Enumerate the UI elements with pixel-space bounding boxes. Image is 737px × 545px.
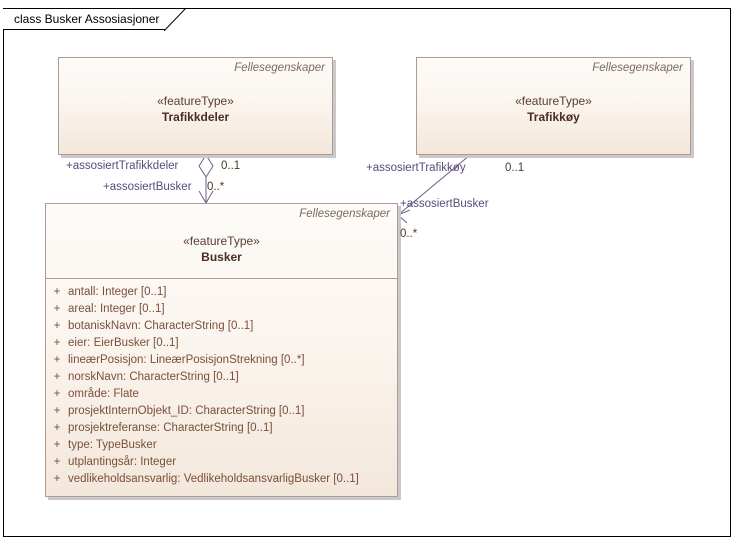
attribute-visibility: + [53, 286, 61, 298]
class-box-trafikkoy[interactable]: Fellesegenskaper «featureType» Trafikkøy [416, 57, 691, 155]
attribute-signature: norskNavn: CharacterString [0..1] [68, 371, 239, 383]
attribute-signature: område: Flate [68, 388, 139, 400]
attribute-row: + antall: Integer [0..1] [46, 284, 397, 301]
attribute-row: + norskNavn: CharacterString [0..1] [46, 369, 397, 386]
role-label-source-trafikkdeler: +assosiertTrafikkdeler [66, 160, 179, 172]
diagram-title: class Busker Assosiasjoner [14, 12, 160, 26]
role-label-target-busker-right: +assosiertBusker [400, 198, 489, 210]
attribute-visibility: + [53, 439, 61, 451]
attribute-visibility: + [53, 354, 61, 366]
attribute-signature: lineærPosisjon: LineærPosisjonStrekning … [68, 354, 305, 366]
attribute-visibility: + [53, 303, 61, 315]
attribute-row: + botaniskNavn: CharacterString [0..1] [46, 318, 397, 335]
class-name: Trafikkøy [527, 110, 580, 124]
class-box-trafikkdeler[interactable]: Fellesegenskaper «featureType» Trafikkde… [58, 57, 333, 155]
attribute-signature: prosjektreferanse: CharacterString [0..1… [68, 422, 273, 434]
attribute-row: + område: Flate [46, 386, 397, 403]
attribute-visibility: + [53, 473, 61, 485]
compartment-separator [46, 278, 397, 279]
attribute-list: + antall: Integer [0..1] + areal: Integer [… [46, 279, 397, 492]
class-box-busker[interactable]: Fellesegenskaper «featureType» Busker + a… [45, 203, 398, 497]
attribute-visibility: + [53, 405, 61, 417]
class-stereotype: «featureType» [515, 94, 592, 108]
role-label-target-busker-left: +assosiertBusker [103, 181, 192, 193]
package-label: Fellesegenskaper [234, 62, 325, 74]
attribute-signature: utplantingsår: Integer [68, 456, 177, 468]
class-stereotype: «featureType» [157, 94, 234, 108]
attribute-row: + utplantingsår: Integer [46, 454, 397, 471]
class-stereotype: «featureType» [183, 234, 260, 248]
package-label: Fellesegenskaper [592, 62, 683, 74]
attribute-visibility: + [53, 422, 61, 434]
attribute-row: + areal: Integer [0..1] [46, 301, 397, 318]
attribute-signature: areal: Integer [0..1] [68, 303, 165, 315]
attribute-visibility: + [53, 456, 61, 468]
attribute-visibility: + [53, 388, 61, 400]
multiplicity-target-busker-left: 0..* [207, 181, 225, 193]
attribute-signature: prosjektInternObjekt_ID: CharacterString… [68, 405, 305, 417]
attribute-row: + prosjektreferanse: CharacterString [0..… [46, 420, 397, 437]
attribute-visibility: + [53, 371, 61, 383]
diagram-title-tab: class Busker Assosiasjoner [3, 8, 187, 31]
diagram-frame [3, 8, 731, 537]
attribute-visibility: + [53, 337, 61, 349]
multiplicity-target-busker-right: 0..* [400, 228, 418, 240]
attribute-row: + eier: EierBusker [0..1] [46, 335, 397, 352]
attribute-signature: eier: EierBusker [0..1] [68, 337, 179, 349]
attribute-row: + prosjektInternObjekt_ID: CharacterStrin… [46, 403, 397, 420]
attribute-signature: botaniskNavn: CharacterString [0..1] [68, 320, 254, 332]
attribute-row: + lineærPosisjon: LineærPosisjonStrekning… [46, 352, 397, 369]
attribute-visibility: + [53, 320, 61, 332]
attribute-signature: vedlikeholdsansvarlig: Vedlikeholdsansva… [68, 473, 359, 485]
attribute-signature: antall: Integer [0..1] [68, 286, 167, 298]
class-name: Trafikkdeler [161, 110, 230, 124]
title-tab-slant [164, 8, 187, 31]
attribute-row: + vedlikeholdsansvarlig: Vedlikeholdsansv… [46, 471, 397, 488]
class-name: Busker [201, 250, 242, 264]
role-label-source-trafikkoy: +assosiertTrafikkøy [366, 162, 466, 174]
multiplicity-source-trafikkoy: 0..1 [505, 162, 525, 174]
attribute-signature: type: TypeBusker [68, 439, 157, 451]
multiplicity-source-trafikkdeler: 0..1 [221, 160, 241, 172]
attribute-row: + type: TypeBusker [46, 437, 397, 454]
package-label: Fellesegenskaper [299, 208, 390, 220]
